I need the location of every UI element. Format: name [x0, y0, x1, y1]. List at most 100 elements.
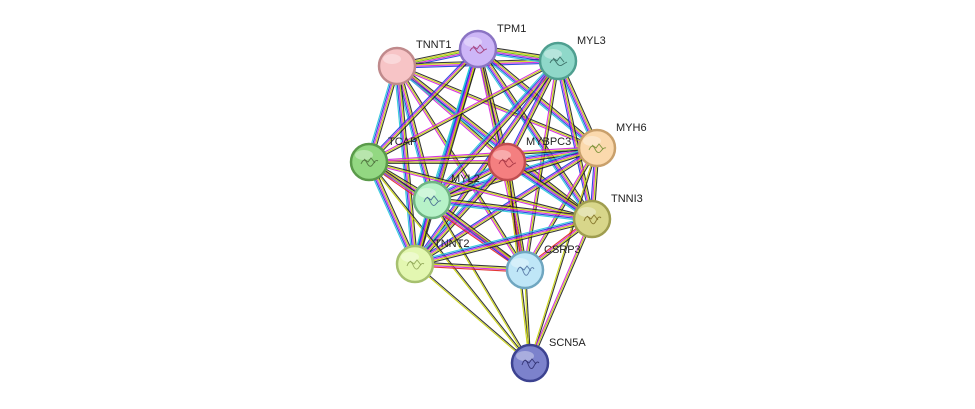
node-mybpc3[interactable]: MYBPC3 [487, 136, 571, 182]
node-circle[interactable] [572, 199, 612, 239]
node-circle[interactable] [505, 250, 545, 290]
edge-tnni3-scn5a[interactable] [528, 218, 594, 364]
edge-tnnt2-scn5a[interactable] [414, 263, 531, 364]
node-circle[interactable] [458, 29, 498, 69]
edge-tcap-scn5a[interactable] [368, 161, 531, 364]
edge-line [414, 217, 592, 264]
structure-glyph [549, 59, 568, 67]
node-highlight [383, 54, 401, 64]
edge-line [558, 60, 594, 219]
edge-myl3-tnni3[interactable] [555, 60, 595, 220]
node-highlight [418, 188, 436, 198]
node-label: MYL3 [577, 35, 606, 47]
edge-line [431, 200, 592, 221]
edge-mybpc3-tnnt2[interactable] [412, 159, 510, 267]
edge-line [369, 160, 593, 219]
node-tnni3[interactable]: TNNI3 [572, 193, 643, 239]
edge-line [368, 60, 559, 163]
edge-line [396, 65, 416, 265]
edge-line [367, 163, 525, 273]
node-label: MYL2 [451, 173, 480, 185]
edge-line [479, 48, 510, 162]
edge-line [368, 48, 478, 162]
edge-line [397, 64, 594, 219]
node-tcap[interactable]: TCAP [349, 136, 417, 182]
node-highlight [544, 49, 562, 59]
edge-line [430, 200, 530, 364]
node-myh6[interactable]: MYH6 [577, 122, 647, 168]
edge-tnnt1-myh6[interactable] [396, 64, 598, 150]
node-tnnt1[interactable]: TNNT1 [377, 39, 451, 86]
edge-line [415, 162, 509, 266]
node-scn5a[interactable]: SCN5A [510, 337, 586, 383]
edge-tnnt1-tnnt2[interactable] [393, 65, 419, 265]
edge-myl2-csrp3[interactable] [430, 197, 527, 273]
node-circle[interactable] [510, 343, 550, 383]
edge-line [432, 196, 593, 217]
node-circle[interactable] [377, 46, 417, 86]
edge-line [414, 218, 593, 265]
edge-line [368, 162, 592, 221]
node-csrp3[interactable]: CSRP3 [505, 244, 581, 290]
structure-glyph [469, 47, 488, 54]
node-highlight [583, 136, 601, 146]
edge-line [555, 61, 591, 220]
edge-line [414, 161, 508, 265]
edge-line [416, 163, 510, 267]
node-highlight [511, 258, 529, 268]
node-label: MYBPC3 [526, 136, 571, 148]
structure-glyph [409, 259, 422, 266]
edges-layer [365, 45, 600, 364]
node-highlight [516, 351, 534, 361]
edge-mybpc3-tcap[interactable] [369, 160, 507, 164]
structure-glyph [406, 261, 425, 270]
node-myl3[interactable]: MYL3 [538, 35, 606, 81]
edge-line [432, 197, 527, 269]
edge-line [414, 215, 592, 262]
structure-glyph [524, 358, 537, 365]
edge-line [430, 59, 558, 200]
edge-myl2-scn5a[interactable] [430, 199, 532, 364]
node-highlight [464, 37, 482, 47]
edge-tcap-tnni3[interactable] [368, 160, 593, 221]
edge-line [431, 202, 592, 223]
edge-myh6-scn5a[interactable] [528, 147, 599, 364]
edge-line [396, 66, 597, 150]
node-label: TNNT2 [434, 238, 469, 250]
edge-line [413, 160, 507, 264]
structure-glyph [501, 157, 514, 164]
edge-tnni3-tnnt2[interactable] [414, 215, 593, 268]
structure-glyph [360, 159, 379, 167]
node-tnnt2[interactable]: TNNT2 [395, 238, 469, 284]
edge-line [369, 161, 531, 363]
edge-line [528, 147, 597, 363]
edge-line [528, 218, 592, 363]
edge-tpm1-tcap[interactable] [367, 47, 480, 164]
node-myl2[interactable]: MYL2 [412, 173, 480, 220]
edge-line [397, 64, 598, 148]
edge-line [414, 146, 597, 264]
structure-glyph [363, 157, 376, 164]
edge-myl3-tcap[interactable] [368, 59, 559, 164]
edge-line [523, 147, 597, 270]
edge-line [368, 161, 593, 220]
node-label: MYH6 [616, 122, 647, 134]
node-circle[interactable] [538, 41, 578, 81]
node-circle[interactable] [395, 244, 435, 284]
node-circle[interactable] [577, 128, 617, 168]
edge-line [415, 263, 531, 363]
edge-line [415, 219, 593, 266]
edge-line [369, 49, 479, 163]
edge-line [413, 145, 597, 263]
node-tpm1[interactable]: TPM1 [458, 23, 526, 69]
edge-line [370, 50, 480, 164]
edge-myl2-tnni3[interactable] [431, 196, 593, 223]
node-circle[interactable] [349, 142, 389, 182]
node-circle[interactable] [412, 180, 452, 220]
node-highlight [578, 207, 596, 217]
node-circle[interactable] [487, 142, 527, 182]
edge-line [431, 199, 593, 220]
structure-glyph [552, 56, 565, 63]
